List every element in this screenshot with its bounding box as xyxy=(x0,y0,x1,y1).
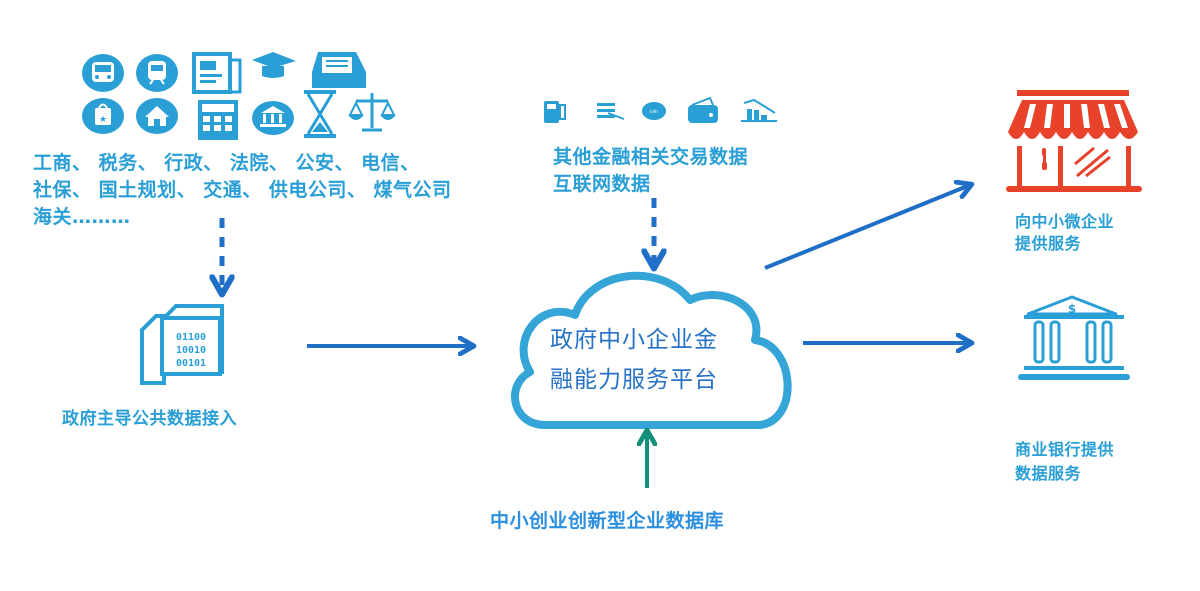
binary-line: 01100 xyxy=(176,332,206,343)
shopping-bag-icon: ★ xyxy=(82,98,124,134)
data-sources-line: 工商、 税务、 行政、 法院、 公安、 电信、 xyxy=(33,152,420,174)
platform-title-line: 政府中小企业金 xyxy=(550,327,718,353)
chart-decline-icon xyxy=(741,98,777,122)
wallet-icon xyxy=(688,96,718,123)
platform-title-line: 融能力服务平台 xyxy=(550,367,718,393)
commercial-bank-icon: $ xyxy=(1018,295,1130,380)
bus-icon xyxy=(82,54,124,92)
calculator-icon xyxy=(198,100,238,140)
bank-service-line: 数据服务 xyxy=(1015,464,1082,483)
sme-service-label: 向中小微企业 提供服务 xyxy=(1015,211,1114,255)
financial-data-line: 互联网数据 xyxy=(553,173,651,195)
sme-service-line: 提供服务 xyxy=(1015,234,1082,253)
platform-title: 政府中小企业金 融能力服务平台 xyxy=(550,320,718,400)
inbox-tray-icon xyxy=(312,52,366,88)
data-search-icon xyxy=(597,103,625,120)
gov-data-label: 政府主导公共数据接入 xyxy=(62,409,237,429)
database-label: 中小创业创新型企业数据库 xyxy=(490,510,725,532)
bank-icon xyxy=(252,101,294,135)
platform-cloud xyxy=(511,271,792,429)
hourglass-icon xyxy=(304,90,336,138)
train-icon xyxy=(136,54,178,92)
bank-service-label: 商业银行提供 数据服务 xyxy=(1015,438,1114,486)
pos-terminal-icon xyxy=(544,101,566,123)
arrow-platform-to-sme xyxy=(764,185,970,270)
badge-icon: kAh xyxy=(642,102,666,120)
home-icon xyxy=(136,98,178,134)
binary-line: 10010 xyxy=(176,345,206,356)
data-sources-text: 工商、 税务、 行政、 法院、 公安、 电信、 社保、 国土规划、 交通、 供电… xyxy=(33,150,451,231)
data-sources-line: 社保、 国土规划、 交通、 供电公司、 煤气公司 xyxy=(33,179,452,201)
financial-data-text: 其他金融相关交易数据 互联网数据 xyxy=(553,144,748,198)
graduation-cap-icon xyxy=(252,52,296,78)
bank-service-line: 商业银行提供 xyxy=(1015,440,1115,459)
shop-icon xyxy=(1006,90,1142,192)
data-sources-line: 海关……… xyxy=(33,206,131,228)
dollar-symbol: $ xyxy=(1068,302,1076,316)
scales-icon xyxy=(348,93,396,132)
binary-document-icon: 01100 10010 00101 xyxy=(140,304,224,385)
binary-line: 00101 xyxy=(176,358,206,369)
financial-data-line: 其他金融相关交易数据 xyxy=(553,146,749,168)
svg-text:kAh: kAh xyxy=(650,109,658,114)
svg-text:★: ★ xyxy=(99,115,107,125)
sme-service-line: 向中小微企业 xyxy=(1015,212,1115,231)
newspaper-icon xyxy=(192,52,242,94)
